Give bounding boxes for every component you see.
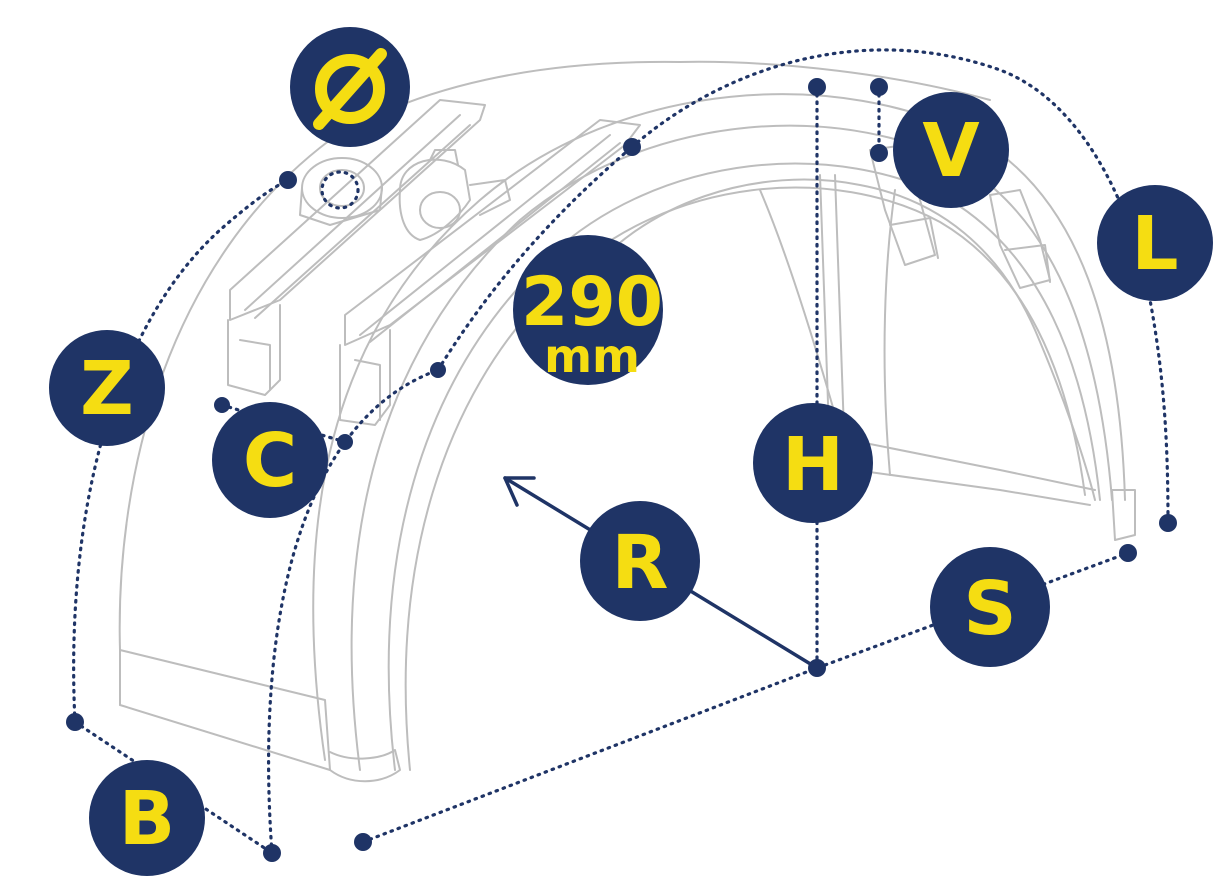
pipe-clamp-left xyxy=(299,157,383,226)
badge-h: H xyxy=(753,403,873,523)
dimension-circle-diameter xyxy=(320,170,360,210)
endpoint-dot xyxy=(623,138,641,156)
badge-width-290mm: 290 mm xyxy=(513,235,663,385)
mudguard-outer-left-edge xyxy=(118,60,681,706)
mudguard-right-foot xyxy=(1111,489,1136,541)
endpoint-dot xyxy=(214,397,230,413)
badge-b-label: B xyxy=(119,776,175,862)
badge-l: L xyxy=(1097,185,1213,301)
mounting-rail-left xyxy=(227,99,486,396)
mudguard-front-lip xyxy=(387,162,1101,771)
badge-b: B xyxy=(89,760,205,876)
mudguard-front-lip-inner xyxy=(404,186,1086,771)
badge-width-value: 290 xyxy=(521,263,663,342)
mudguard-shell-top-outer xyxy=(679,60,991,101)
endpoint-dot xyxy=(354,833,372,851)
endpoint-dot xyxy=(66,713,84,731)
mudguard-inner-back-rim xyxy=(574,178,1096,501)
endpoint-dot xyxy=(808,78,826,96)
badge-c: C xyxy=(212,402,328,518)
endpoint-dot xyxy=(337,434,353,450)
mudguard-inner-back-side xyxy=(883,189,896,476)
mudguard-skirt-front xyxy=(329,749,401,783)
badge-z: Z xyxy=(49,330,165,446)
dimension-line-b xyxy=(73,720,274,855)
endpoint-dot xyxy=(430,362,446,378)
diameter-symbol xyxy=(313,48,387,130)
mounting-rail-right xyxy=(339,119,641,426)
dimension-line-290mm-upper xyxy=(436,145,634,372)
badge-diameter: Ø xyxy=(290,27,410,147)
mudguard-inner-back-floor-2 xyxy=(854,469,1091,506)
endpoint-dot xyxy=(808,659,826,677)
endpoint-dot xyxy=(279,171,297,189)
badge-r: R xyxy=(580,501,700,621)
pipe-clamp-right xyxy=(398,149,511,241)
badge-v-label: V xyxy=(922,108,979,194)
endpoint-dots xyxy=(66,78,1177,862)
badge-r-label: R xyxy=(612,520,669,606)
endpoint-dot xyxy=(1159,514,1177,532)
endpoint-dot xyxy=(870,144,888,162)
badge-z-label: Z xyxy=(80,346,134,432)
mudguard-front-inner-arch xyxy=(350,124,1113,771)
endpoint-dot xyxy=(870,78,888,96)
badge-s-label: S xyxy=(963,566,1016,652)
dimension-line-l xyxy=(630,48,1170,525)
endpoint-dot xyxy=(1119,544,1137,562)
badge-s: S xyxy=(930,547,1050,667)
badge-h-label: H xyxy=(782,422,844,508)
mudguard-skirt-left xyxy=(119,649,331,771)
badge-width-unit: mm xyxy=(544,329,640,383)
badge-c-label: C xyxy=(243,418,297,504)
mudguard-inner-back-floor xyxy=(849,439,1096,491)
inner-bracket-right xyxy=(989,189,1051,289)
badge-l-label: L xyxy=(1131,201,1178,287)
dimension-line-z xyxy=(72,178,290,724)
badges: Ø Z C B 290 mm H R xyxy=(49,27,1213,876)
arrow-icon xyxy=(503,476,536,507)
endpoint-dot xyxy=(263,844,281,862)
badge-v: V xyxy=(893,92,1009,208)
